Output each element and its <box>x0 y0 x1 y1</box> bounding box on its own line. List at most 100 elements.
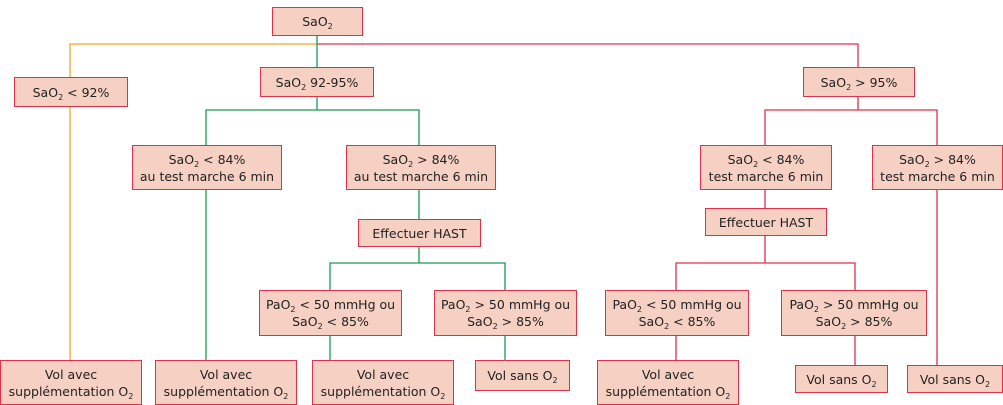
connector <box>205 109 420 145</box>
node-text: supplémentation O <box>8 383 129 399</box>
node-text-line: test marche 6 min <box>709 168 824 185</box>
node-text-line: SaO2 <box>302 13 333 31</box>
node-text-line: supplémentation O2 <box>606 383 731 401</box>
node-text: PaO <box>265 297 291 312</box>
node-text: SaO <box>275 74 302 90</box>
node-mid-hast: Effectuer HAST <box>358 219 481 247</box>
node-text-line: SaO2 < 85% <box>638 313 716 331</box>
node-text: < 84% <box>758 151 805 167</box>
subscript: 2 <box>327 22 333 31</box>
subscript: 2 <box>492 322 498 331</box>
subscript: 2 <box>465 305 471 314</box>
node-text: > 50 mmHg ou <box>470 297 571 312</box>
connector <box>764 109 938 145</box>
node-right-hast: Effectuer HAST <box>705 208 827 236</box>
node-text-line: PaO2 > 50 mmHg ou <box>441 296 571 314</box>
node-text: SaO <box>292 314 318 329</box>
node-text-line: SaO2 < 84% <box>168 151 246 169</box>
node-sao2-92-95: SaO2 92-95% <box>260 67 374 97</box>
subscript: 2 <box>408 159 414 169</box>
subscript: 2 <box>985 379 991 389</box>
node-text-line: SaO2 > 85% <box>815 313 893 331</box>
node-text: SaO <box>820 74 847 90</box>
subscript: 2 <box>664 322 670 331</box>
node-mid-walk-below-84: SaO2 < 84%au test marche 6 min <box>132 145 282 190</box>
node-text: SaO <box>815 314 842 329</box>
node-text: > 85% <box>846 314 893 329</box>
node-text: Vol avec <box>44 366 98 382</box>
node-text: PaO <box>789 297 814 312</box>
node-right-walk-below-84: SaO2 < 84%test marche 6 min <box>700 145 832 190</box>
node-text: SaO <box>382 151 409 167</box>
node-text-line: PaO2 < 50 mmHg ou <box>612 296 742 314</box>
node-text-line: SaO2 92-95% <box>275 74 359 92</box>
node-text-line: supplémentation O2 <box>8 383 134 401</box>
node-text: Vol sans O <box>487 368 553 383</box>
node-text: Vol avec <box>356 366 410 382</box>
subscript: 2 <box>924 159 930 169</box>
node-text-line: test marche 6 min <box>880 168 995 185</box>
node-sao2-above-95: SaO2 > 95% <box>803 67 915 97</box>
node-text-line: SaO2 < 84% <box>728 151 805 169</box>
outcome-flight-without-o2: Vol sans O2 <box>475 360 570 391</box>
node-text: SaO <box>168 151 195 167</box>
subscript: 2 <box>317 322 323 331</box>
orange-branch <box>69 43 317 360</box>
subscript: 2 <box>725 391 731 401</box>
node-text-line: Effectuer HAST <box>372 225 466 242</box>
node-text: > 84% <box>413 151 460 167</box>
subscript: 2 <box>440 391 446 401</box>
node-text-line: Vol sans O2 <box>919 371 991 389</box>
node-text: < 50 mmHg ou <box>295 297 396 312</box>
node-text: Effectuer HAST <box>372 225 467 241</box>
connector <box>69 43 317 77</box>
subscript: 2 <box>841 322 847 331</box>
subscript: 2 <box>846 82 852 92</box>
node-mid-walk-above-84: SaO2 > 84%au test marche 6 min <box>346 145 496 190</box>
connector <box>317 43 859 67</box>
subscript: 2 <box>290 305 296 314</box>
node-text: au test marche 6 min <box>353 168 489 184</box>
node-sao2-root: SaO2 <box>272 7 363 36</box>
node-text: < 84% <box>199 151 246 167</box>
node-text-line: SaO2 > 84% <box>382 151 460 169</box>
node-text-line: SaO2 < 92% <box>32 84 110 102</box>
node-text: < 85% <box>669 314 716 329</box>
node-text: < 92% <box>63 84 110 100</box>
node-text-line: PaO2 > 50 mmHg ou <box>789 296 918 314</box>
connector <box>675 262 856 290</box>
node-text: Vol avec <box>199 366 253 382</box>
node-text: test marche 6 min <box>880 168 995 184</box>
subscript: 2 <box>871 379 877 389</box>
node-text: supplémentation O <box>163 383 284 399</box>
subscript: 2 <box>813 305 820 314</box>
node-text: Vol sans O <box>919 371 985 387</box>
node-text: > 84% <box>929 151 976 167</box>
node-text: Vol sans O <box>806 371 872 387</box>
node-text: SaO <box>638 314 665 329</box>
node-text: au test marche 6 min <box>139 168 275 184</box>
node-text: > 95% <box>851 74 898 90</box>
node-text: > 85% <box>497 314 544 329</box>
node-text-line: Vol avec <box>45 366 97 383</box>
node-text-line: Effectuer HAST <box>719 214 813 231</box>
subscript: 2 <box>194 159 200 169</box>
node-text: SaO <box>467 314 493 329</box>
node-text: Effectuer HAST <box>718 214 814 230</box>
subscript: 2 <box>753 159 759 169</box>
node-text: PaO <box>612 297 637 312</box>
node-text: < 50 mmHg ou <box>642 297 742 312</box>
node-text-line: SaO2 > 95% <box>820 74 898 92</box>
green-branch <box>205 35 506 360</box>
subscript: 2 <box>636 305 643 314</box>
outcome-flight-without-o2: Vol sans O2 <box>907 365 1003 393</box>
node-text: Vol avec <box>641 366 695 382</box>
node-text: SaO <box>32 84 59 100</box>
